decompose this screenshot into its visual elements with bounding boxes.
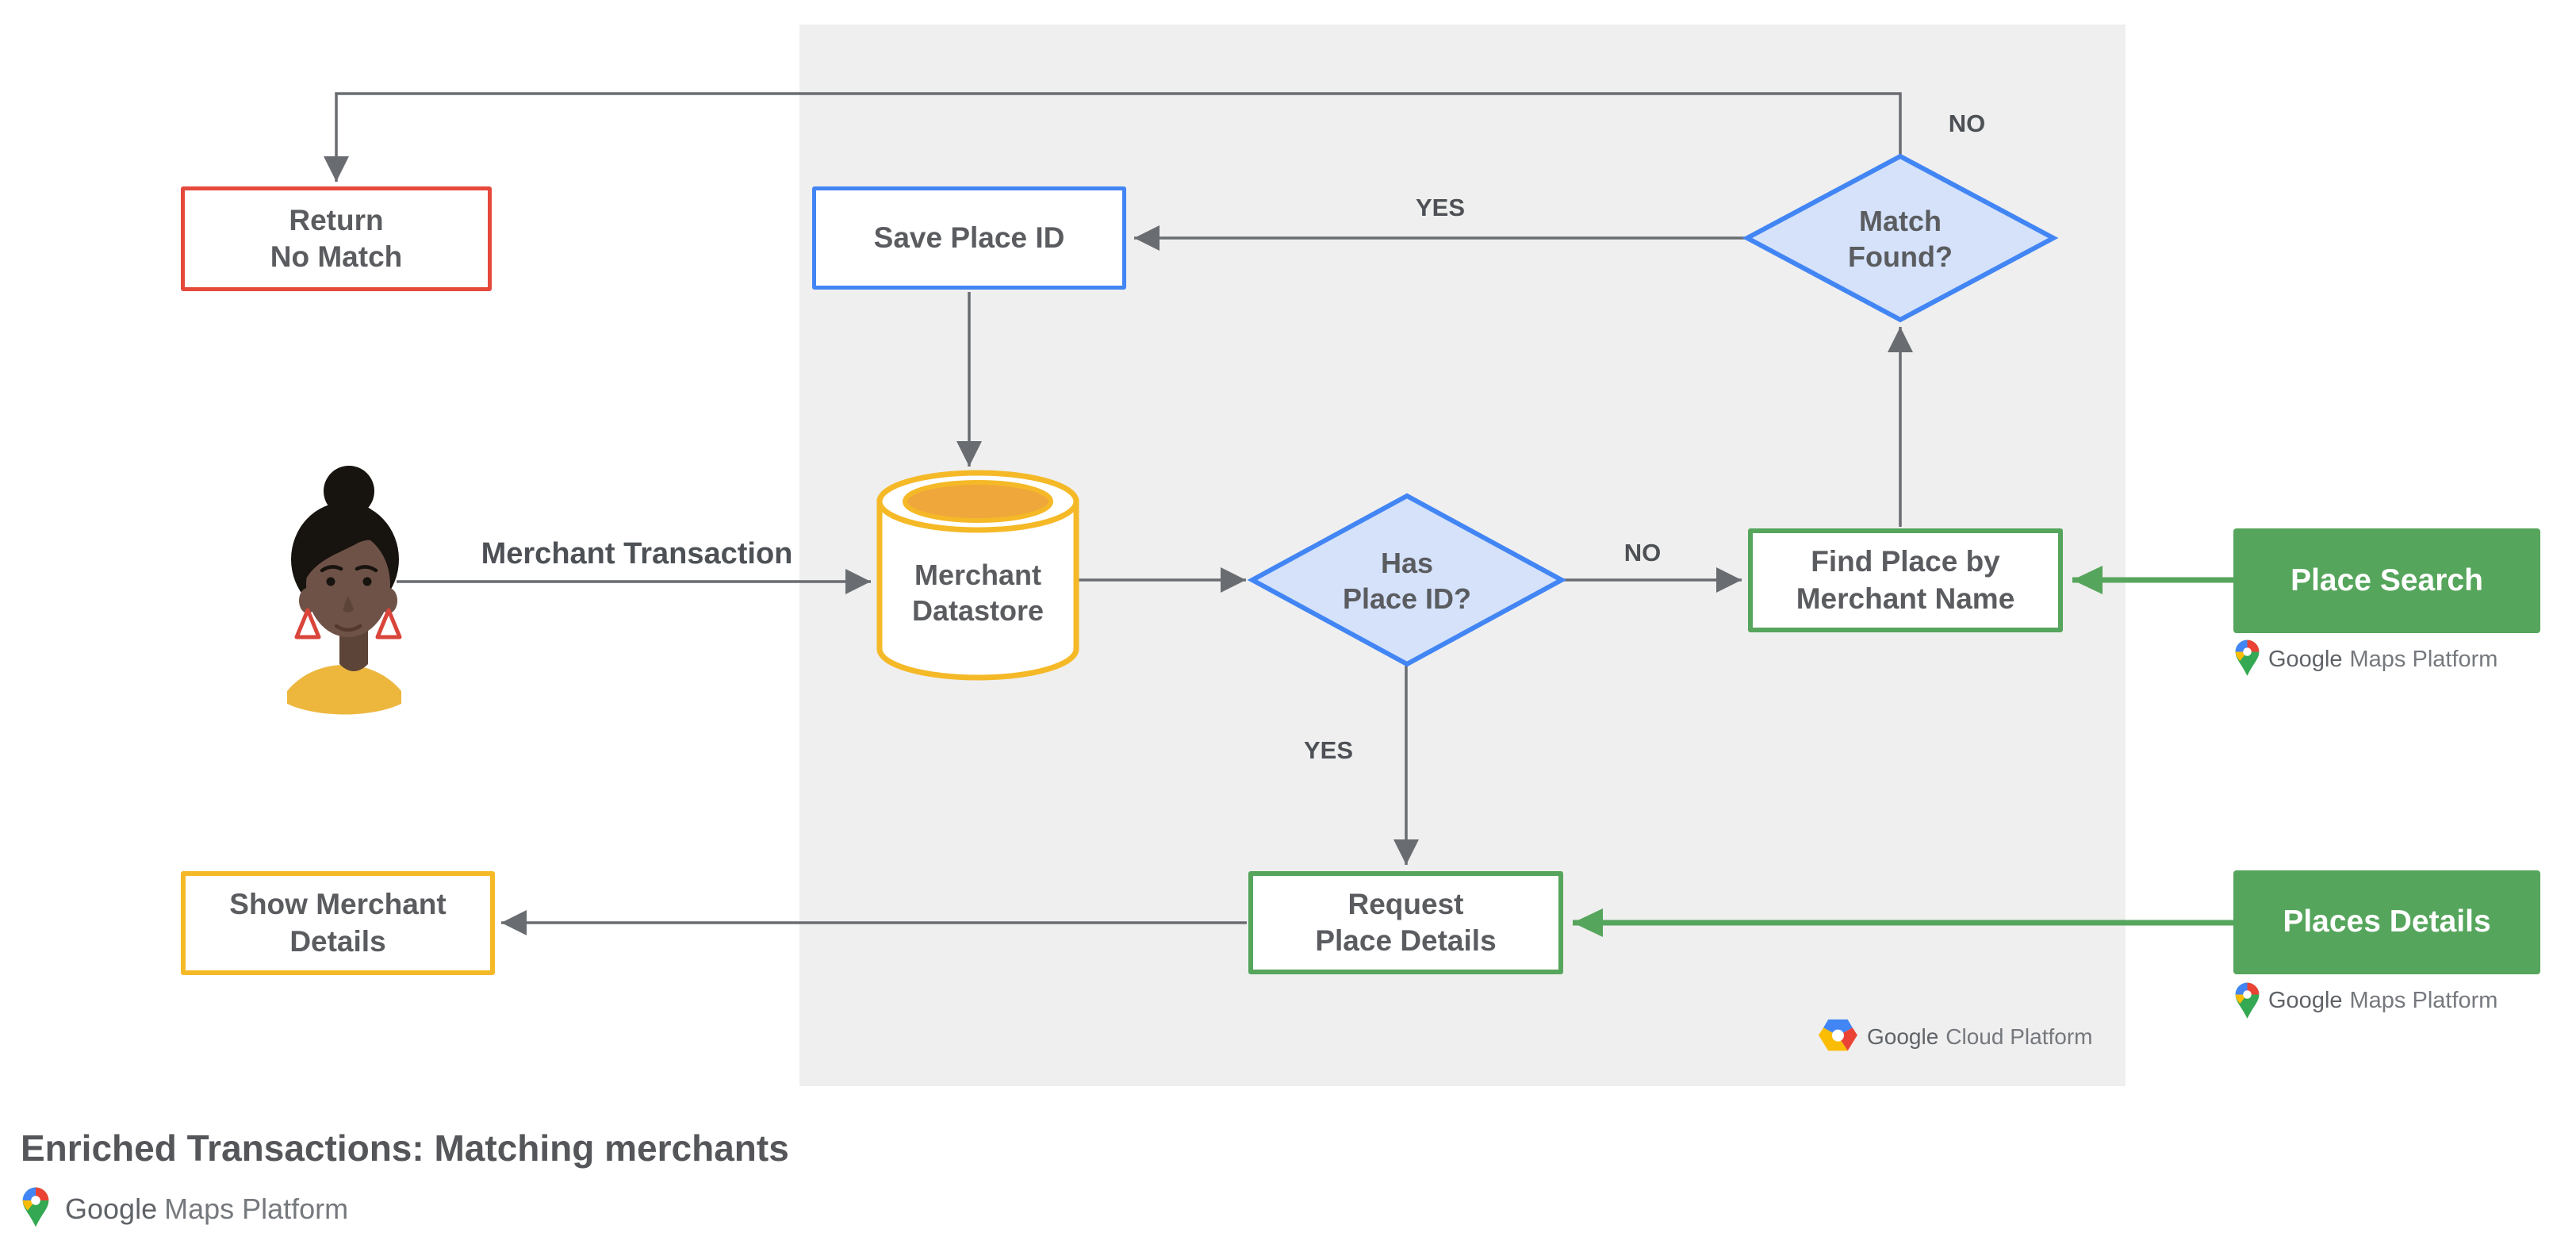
logo-google-text: Google xyxy=(2268,647,2343,672)
merchant-transaction-label: Merchant Transaction xyxy=(481,536,793,570)
logo-google-text: Google xyxy=(1867,1024,1939,1049)
edge-label-no-top: NO xyxy=(1948,109,1986,137)
merchant-datastore-cylinder xyxy=(876,470,1079,681)
match-found-label: Match Found? xyxy=(1848,205,1953,273)
edge-label-no-mid: NO xyxy=(1623,539,1662,566)
edge-label-yes-top: YES xyxy=(1415,194,1466,221)
edge-matchfound-no-to-return xyxy=(324,92,1902,182)
node-find-place-by-merchant-name: Find Place by Merchant Name xyxy=(1748,528,2063,632)
node-save-place-id: Save Place ID xyxy=(812,186,1126,290)
merchant-datastore-label: Merchant Datastore xyxy=(911,559,1045,627)
logo-rest-text: Maps Platform xyxy=(164,1192,349,1225)
node-show-merchant-details: Show Merchant Details xyxy=(181,871,495,975)
has-place-id-diamond xyxy=(1247,493,1567,667)
node-request-place-details: Request Place Details xyxy=(1248,871,1563,974)
node-place-search: Place Search xyxy=(2233,528,2540,633)
user-avatar xyxy=(287,466,402,715)
node-return-no-match: Return No Match xyxy=(181,186,492,291)
logo-rest-text: Cloud Platform xyxy=(1945,1024,2093,1049)
diagram-title: Enriched Transactions: Matching merchant… xyxy=(21,1127,789,1169)
logo-google-text: Google xyxy=(2268,988,2343,1013)
edge-label-yes-mid: YES xyxy=(1303,736,1354,764)
logo-google-text: Google xyxy=(65,1192,158,1225)
google-cloud-hexagon-icon xyxy=(1819,1019,1857,1051)
node-places-details: Places Details xyxy=(2233,870,2540,974)
logo-rest-text: Maps Platform xyxy=(2349,988,2498,1013)
logo-rest-text: Maps Platform xyxy=(2349,647,2498,672)
google-maps-pin-icon xyxy=(2235,639,2260,676)
has-place-id-label: Has Place ID? xyxy=(1342,547,1472,615)
match-found-diamond xyxy=(1742,153,2059,323)
google-maps-pin-icon xyxy=(22,1187,49,1227)
google-maps-pin-icon xyxy=(2235,982,2260,1019)
